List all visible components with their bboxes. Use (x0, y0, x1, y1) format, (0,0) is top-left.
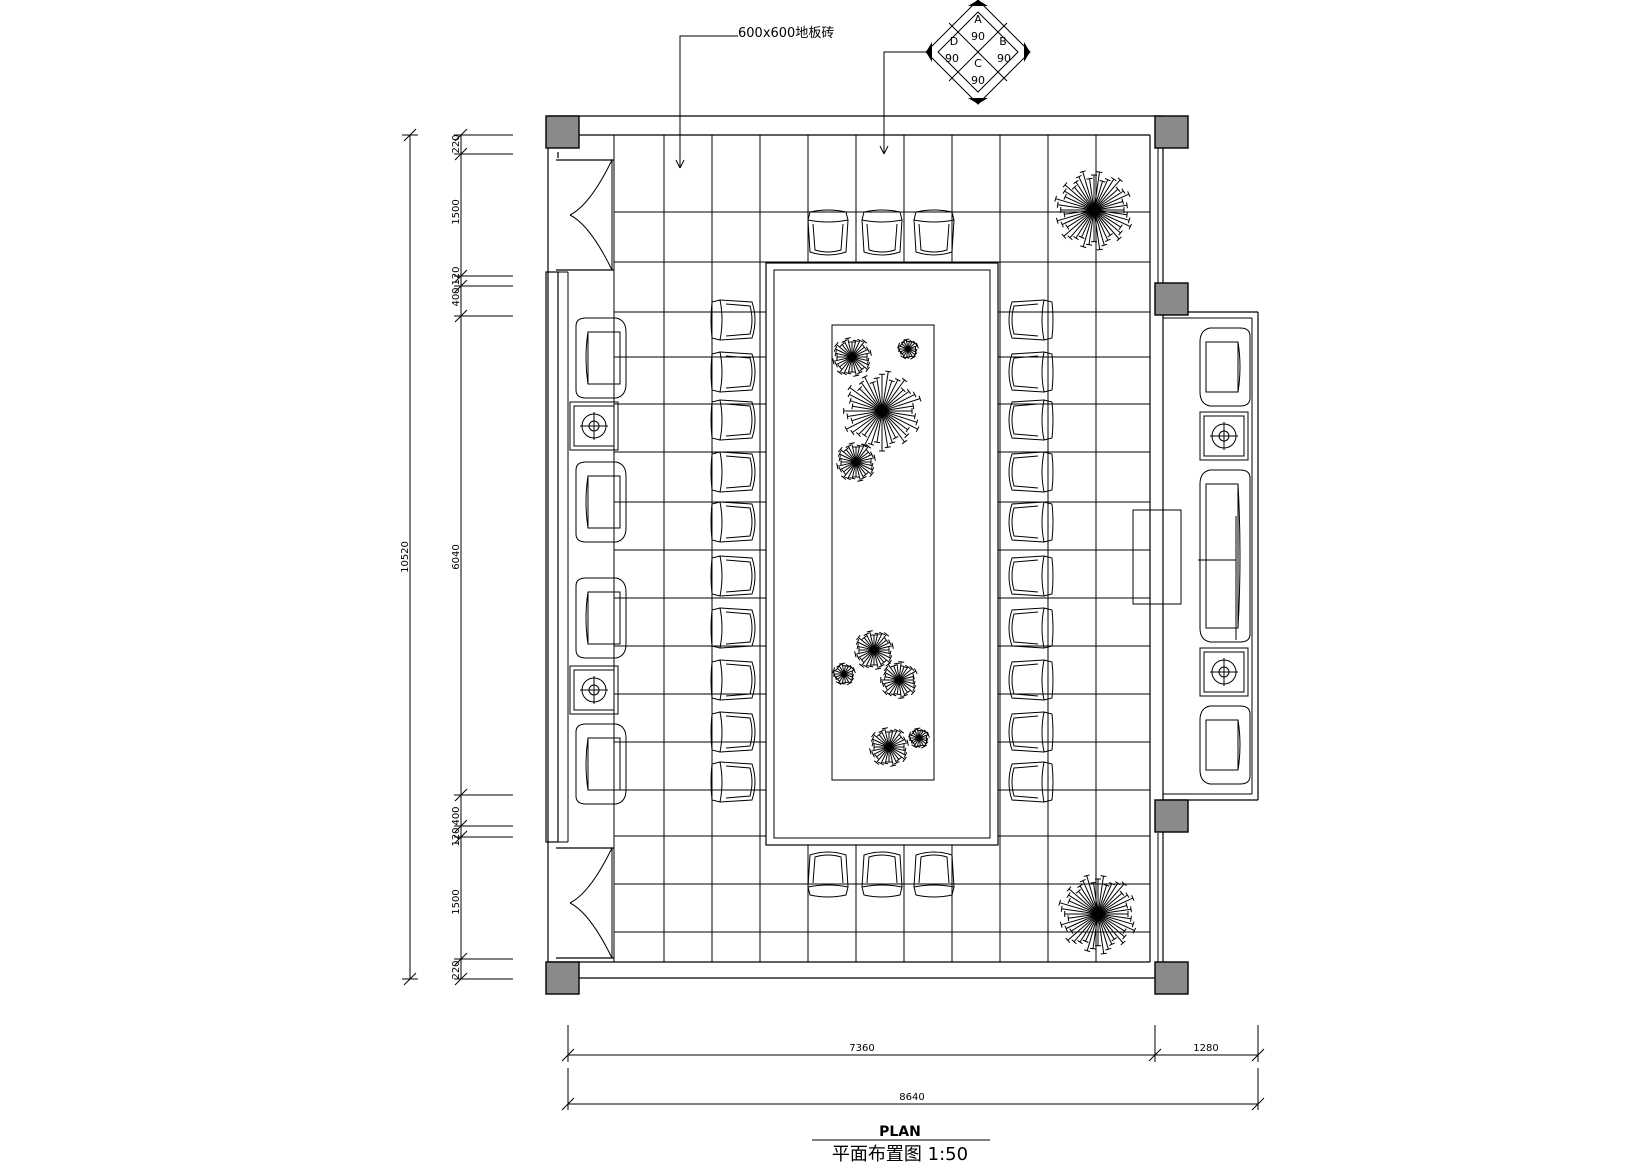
armchair-left (575, 723, 627, 805)
chair-right (1008, 659, 1054, 701)
chair-right (1008, 761, 1054, 803)
potted-plant (1058, 874, 1137, 955)
dim-bottom-side: 1280 (1193, 1043, 1218, 1054)
chair-left (710, 659, 756, 701)
table-flower (836, 442, 876, 482)
chair-left (710, 351, 756, 393)
index-angle-c: 90 (971, 74, 985, 87)
dim-tick-slash (454, 147, 468, 161)
index-angle-a: 90 (971, 30, 985, 43)
elevation-index-symbol (925, 0, 1031, 105)
leader-lines (675, 35, 928, 169)
dim-tick-slash (454, 819, 468, 833)
chair-right (1008, 451, 1054, 493)
chair-left (710, 299, 756, 341)
table-flower (854, 630, 894, 670)
index-letter-b: B (999, 35, 1007, 48)
chair-left (710, 555, 756, 597)
dim-tick-slash (454, 309, 468, 323)
dim-left-seg-6: 400 (451, 806, 462, 825)
potted-plant (1054, 170, 1133, 251)
side-table-left (569, 401, 619, 451)
table-flower (880, 661, 918, 699)
chair-right (1008, 501, 1054, 543)
tv-cabinet (1132, 509, 1182, 605)
chair-bottom (913, 851, 955, 898)
chair-right (1008, 351, 1054, 393)
chair-right (1008, 711, 1054, 753)
table-flower (843, 370, 922, 452)
table-flower (908, 727, 930, 749)
index-letter-c: C (974, 57, 982, 70)
bottom-dimension-lines (561, 1025, 1265, 1111)
conference-table (765, 262, 999, 846)
table-flower (832, 662, 856, 686)
chair-top (807, 209, 849, 256)
index-letter-d: D (950, 35, 958, 48)
dim-tick-slash (454, 279, 468, 293)
dim-left-seg-1: 220 (451, 134, 462, 153)
dim-bottom-main: 7360 (849, 1043, 874, 1054)
dim-left-seg-9: 220 (451, 960, 462, 979)
chair-left (710, 501, 756, 543)
sofa-right (1199, 469, 1251, 643)
side-table-right (1199, 411, 1249, 461)
dim-left-seg-8: 1500 (451, 889, 462, 914)
dim-left-seg-4: 400 (451, 287, 462, 306)
side-table-left (569, 665, 619, 715)
dim-bottom-total: 8640 (899, 1092, 924, 1103)
index-angle-b: 90 (997, 52, 1011, 65)
chair-left (710, 607, 756, 649)
dim-left-seg-7: 120 (451, 827, 462, 846)
table-flower (869, 727, 909, 767)
chair-top (861, 209, 903, 256)
left-dimension-ticks (454, 128, 513, 986)
dim-tick-slash (454, 952, 468, 966)
chair-bottom (807, 851, 849, 898)
furniture (569, 170, 1251, 955)
index-letter-a: A (974, 13, 982, 26)
armchair-left (575, 317, 627, 399)
side-table-right (1199, 647, 1249, 697)
dim-left-seg-5: 6040 (451, 544, 462, 569)
floor-tile-note: 600x600地板砖 (738, 26, 834, 41)
chair-right (1008, 299, 1054, 341)
chair-left (710, 711, 756, 753)
dim-tick-slash (454, 788, 468, 802)
armchair-right (1199, 327, 1251, 407)
chair-top (913, 209, 955, 256)
armchair-left (575, 577, 627, 659)
dim-left-seg-3: 120 (451, 266, 462, 285)
chair-left (710, 399, 756, 441)
dim-left-total: 10520 (400, 541, 411, 573)
dim-tick-slash (454, 972, 468, 986)
dim-tick-slash (454, 830, 468, 844)
table-flower (897, 338, 919, 360)
chair-bottom (861, 851, 903, 898)
dim-tick-slash (454, 128, 468, 142)
chair-left (710, 451, 756, 493)
plan-title-zh: 平面布置图 1:50 (832, 1144, 968, 1165)
table-flower (832, 337, 872, 377)
room-walls (545, 115, 1259, 995)
chair-left (710, 761, 756, 803)
dim-tick-slash (454, 269, 468, 283)
doors (569, 159, 613, 959)
chair-right (1008, 607, 1054, 649)
chair-right (1008, 555, 1054, 597)
index-angle-d: 90 (945, 52, 959, 65)
chair-right (1008, 399, 1054, 441)
dim-left-seg-2: 1500 (451, 199, 462, 224)
floor-tile-grid (613, 135, 1150, 962)
armchair-right (1199, 705, 1251, 785)
armchair-left (575, 461, 627, 543)
plan-title-en: PLAN (879, 1124, 921, 1140)
